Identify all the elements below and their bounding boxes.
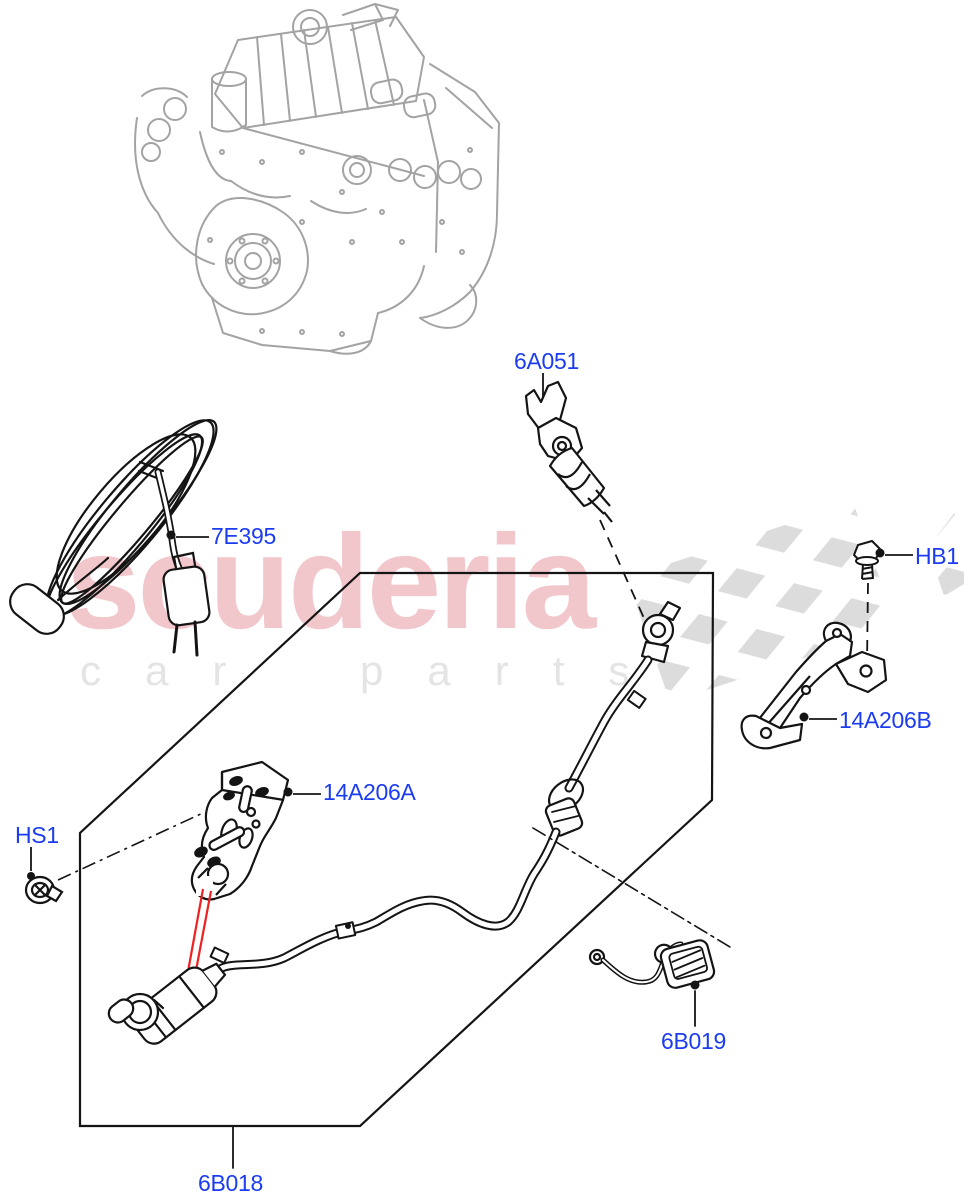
checkered-flag-watermark (627, 500, 964, 702)
brand-watermark-subtext: car parts (80, 647, 674, 694)
part-label-7e395[interactable]: 7E395 (211, 523, 277, 549)
part-label-14a206a[interactable]: 14A206A (323, 779, 416, 805)
part-label-6b018[interactable]: 6B018 (198, 1170, 264, 1196)
part-6b018-harness (107, 600, 682, 1169)
part-6a051-heater-element (524, 373, 653, 637)
engine-illustration (134, 3, 500, 355)
assembly-outline-box (78, 571, 715, 1128)
part-label-6a051[interactable]: 6A051 (514, 348, 580, 374)
leader-7e395 (166, 530, 209, 540)
part-hb1-bolt (853, 540, 913, 665)
part-7e395-cable (9, 418, 218, 657)
part-14a206b-bracket (740, 621, 888, 750)
part-6b019-terminal (532, 827, 731, 1027)
part-label-6b019[interactable]: 6B019 (661, 1028, 727, 1054)
part-hs1-screw (24, 811, 206, 905)
part-label-hb1[interactable]: HB1 (915, 543, 959, 569)
part-label-hs1[interactable]: HS1 (15, 822, 59, 848)
part-14a206a-bracket (190, 760, 321, 901)
alignment-highlight-lines (185, 888, 213, 982)
brand-watermark: scuderia (66, 508, 596, 657)
part-label-14a206b[interactable]: 14A206B (839, 707, 932, 733)
